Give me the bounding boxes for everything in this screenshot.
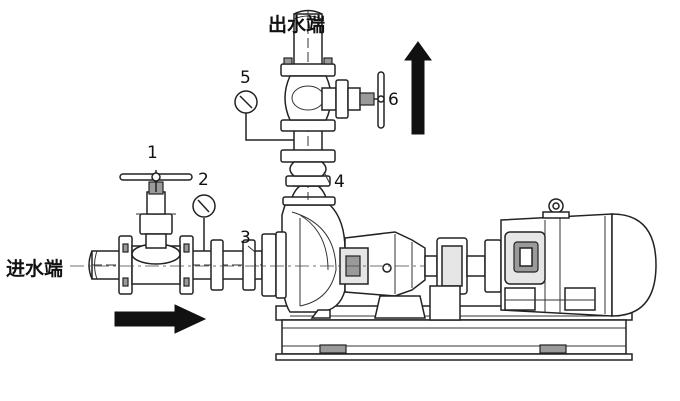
inlet-pressure-gauge [192, 194, 216, 251]
bearing-housing [310, 231, 426, 319]
callout-4: 4 [334, 172, 345, 192]
pump-volute [275, 185, 346, 313]
callout-3: 3 [240, 228, 251, 248]
callout-5: 5 [240, 68, 251, 88]
coupling [424, 237, 486, 321]
callout-6: 6 [388, 90, 399, 110]
outlet-gate-valve [321, 71, 385, 129]
callout-2: 2 [198, 170, 209, 190]
electric-motor [484, 198, 657, 317]
inlet-flow-arrow [114, 304, 207, 334]
outlet-flow-arrow [404, 41, 432, 135]
inlet-end-label: 进水端 [6, 258, 64, 280]
discharge-pipe [280, 9, 336, 200]
callout-1: 1 [147, 143, 158, 163]
outlet-pressure-gauge [234, 90, 294, 141]
base-plate [275, 305, 633, 361]
leader-lines [247, 171, 331, 253]
outlet-end-label: 出水端 [268, 14, 326, 36]
inlet-gate-valve [119, 170, 193, 285]
